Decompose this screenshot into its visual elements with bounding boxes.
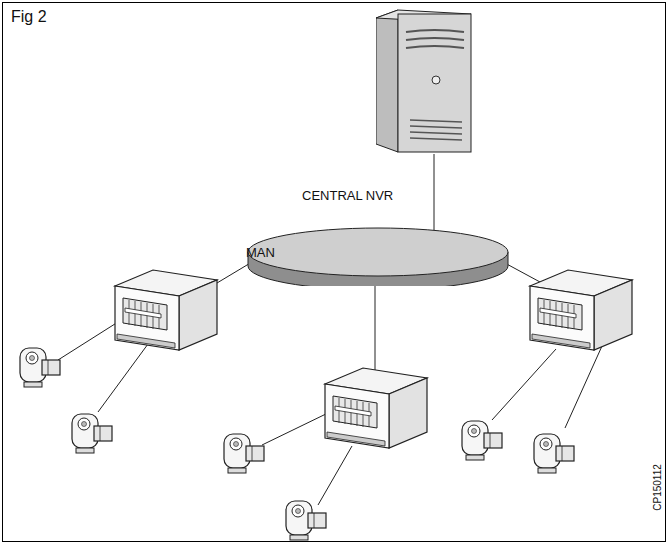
camera-icon	[224, 434, 264, 473]
server-tower-outline	[376, 8, 472, 154]
network-label: MAN	[246, 245, 275, 260]
network-wires	[58, 262, 602, 505]
recorder-unit	[530, 270, 632, 350]
camera-icon	[462, 421, 502, 460]
network-disk: MAN	[246, 226, 510, 286]
device-label: CENTRAL NVR	[302, 188, 393, 203]
recorder-unit	[115, 270, 217, 350]
camera-icon	[534, 434, 574, 473]
recorder-unit	[325, 368, 427, 448]
network-disk-outline	[246, 226, 510, 286]
server-tower: CENTRAL NVR	[376, 8, 472, 154]
figure-frame	[3, 3, 666, 542]
reference-code: CP150112	[652, 464, 663, 511]
camera-icon	[72, 414, 112, 453]
camera-icon	[286, 501, 326, 540]
camera-icon	[20, 348, 60, 387]
figure-number: Fig 2	[11, 8, 47, 26]
network-link	[434, 154, 435, 230]
